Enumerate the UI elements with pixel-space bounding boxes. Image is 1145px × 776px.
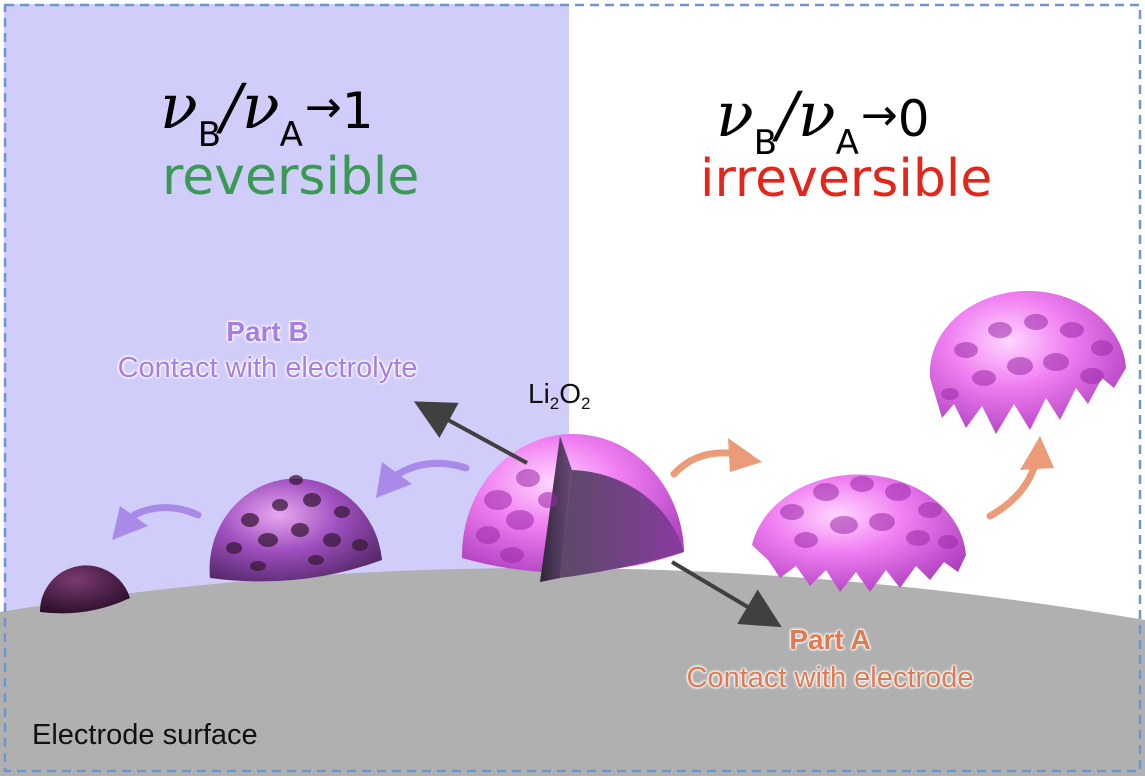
part-a-description: Contact with electrode (686, 662, 974, 694)
part-a-title: Part A (789, 624, 871, 655)
li2o2-particle-cutaway (461, 433, 684, 582)
small-dark-particle (39, 565, 130, 614)
shrink-arrowhead-small (112, 506, 148, 540)
part-b-label: Part B Contact with electrolyte (90, 316, 445, 385)
detach-arrowhead-right (1020, 436, 1054, 470)
pointer-part-a (670, 560, 782, 628)
electrode-surface-label: Electrode surface (32, 719, 258, 751)
detached-spiked-particle (929, 290, 1126, 434)
shrink-arrow-small (130, 504, 202, 519)
electrode-surface (0, 567, 1145, 776)
reversible-label: reversible (162, 147, 420, 207)
figure-border (3, 3, 1142, 773)
part-a-label: Part A Contact with electrode (655, 624, 1005, 695)
li2o2-label: Li2O2 (528, 378, 591, 413)
right-rate-ratio: νB/νA→0 (716, 78, 930, 163)
spiked-particle-on-surface (752, 474, 966, 592)
detach-arrow-right (986, 458, 1040, 520)
irreversible-label: irreversible (700, 149, 993, 209)
medium-porous-particle (209, 475, 382, 582)
detach-arrow-middle (670, 449, 742, 478)
left-rate-ratio: νB/νA→1 (160, 70, 374, 155)
part-b-description: Contact with electrolyte (117, 352, 418, 384)
pointer-part-b (413, 401, 528, 465)
shrink-arrowhead-large (376, 462, 412, 498)
part-b-title: Part B (226, 316, 309, 347)
detach-arrowhead-middle (728, 438, 762, 472)
